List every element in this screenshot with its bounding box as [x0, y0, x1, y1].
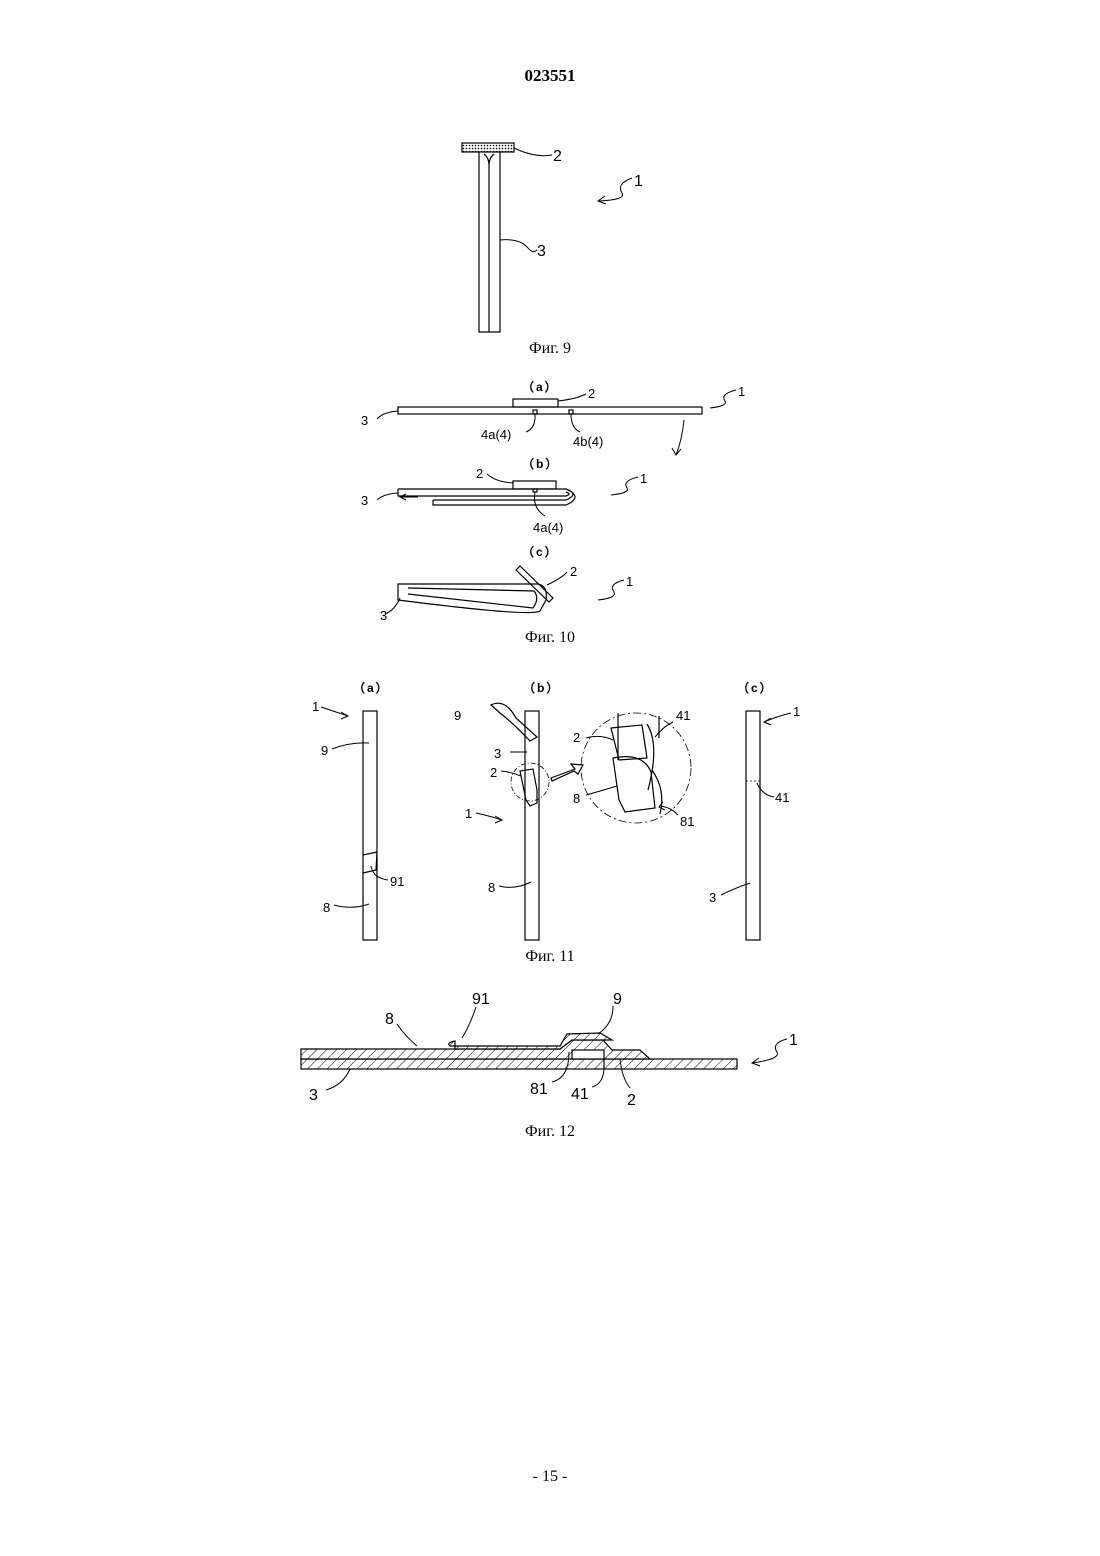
fig11c-label-3: 3 — [709, 890, 716, 905]
figure-10-drawing: （a） 2 3 4a(4) 4b(4) 1 （b） 2 3 4a(4) 1 （c… — [350, 375, 760, 630]
fig10a-label-1: 1 — [738, 384, 745, 399]
fig10c-sublabel: （c） — [522, 544, 559, 559]
fig10a-label-4a: 4a(4) — [481, 427, 511, 442]
fig11a-label-91: 91 — [390, 874, 404, 889]
fig12-label-8: 8 — [385, 1011, 394, 1028]
fig11b-label-8: 8 — [488, 880, 495, 895]
figure-11-caption: Фиг. 11 — [0, 948, 1100, 966]
fig9-label-3: 3 — [537, 243, 546, 260]
fig10a-label-4b: 4b(4) — [573, 434, 603, 449]
figure-12-caption: Фиг. 12 — [0, 1123, 1100, 1141]
fig11c-label-1: 1 — [793, 704, 800, 719]
detail-label-2: 2 — [573, 730, 580, 745]
fig12-label-1: 1 — [789, 1032, 798, 1049]
detail-label-8: 8 — [573, 791, 580, 806]
fig10c-label-3: 3 — [380, 608, 387, 623]
fig12-label-3: 3 — [309, 1087, 318, 1104]
fig11a-sublabel: （a） — [353, 680, 390, 695]
fig11b-label-3: 3 — [494, 746, 501, 761]
fig10b-sublabel: （b） — [522, 456, 559, 471]
fig11b-label-9: 9 — [454, 708, 461, 723]
fig9-label-1: 1 — [634, 173, 643, 190]
fig11b-sublabel: （b） — [523, 680, 560, 695]
fig11b-label-1: 1 — [465, 806, 472, 821]
fig10a-label-3: 3 — [361, 413, 368, 428]
fig10b-label-1: 1 — [640, 471, 647, 486]
document-number: 023551 — [0, 66, 1100, 86]
fig9-label-2: 2 — [553, 148, 562, 165]
fig10c-label-2: 2 — [570, 564, 577, 579]
fig11b-label-2: 2 — [490, 765, 497, 780]
fig12-label-91: 91 — [472, 991, 490, 1008]
fig11c-sublabel: （c） — [737, 680, 774, 695]
page-number: - 15 - — [0, 1468, 1100, 1486]
figure-12-drawing: 91 9 8 1 3 81 41 2 — [290, 985, 820, 1115]
fig10b-label-4a: 4a(4) — [533, 520, 563, 535]
figure-11-drawing: （a） 1 9 91 8 （b） 9 3 2 1 8 2 41 8 81 （c）… — [300, 675, 800, 950]
detail-label-41: 41 — [676, 708, 690, 723]
figure-9-caption: Фиг. 9 — [0, 340, 1100, 358]
fig11c-label-41: 41 — [775, 790, 789, 805]
fig12-label-81: 81 — [530, 1081, 548, 1098]
fig10b-label-3: 3 — [361, 493, 368, 508]
fig12-label-9: 9 — [613, 991, 622, 1008]
detail-label-81: 81 — [680, 814, 694, 829]
fig11a-label-8: 8 — [323, 900, 330, 915]
fig10a-sublabel: （a） — [522, 379, 559, 394]
fig10a-label-2: 2 — [588, 386, 595, 401]
figure-9-drawing: 2 3 1 — [430, 130, 670, 345]
fig10b-label-2: 2 — [476, 466, 483, 481]
fig11a-label-1: 1 — [312, 699, 319, 714]
fig11a-label-9: 9 — [321, 743, 328, 758]
fig10c-label-1: 1 — [626, 574, 633, 589]
fig12-label-2: 2 — [627, 1092, 636, 1109]
figure-10-caption: Фиг. 10 — [0, 629, 1100, 647]
fig12-label-41: 41 — [571, 1086, 589, 1103]
